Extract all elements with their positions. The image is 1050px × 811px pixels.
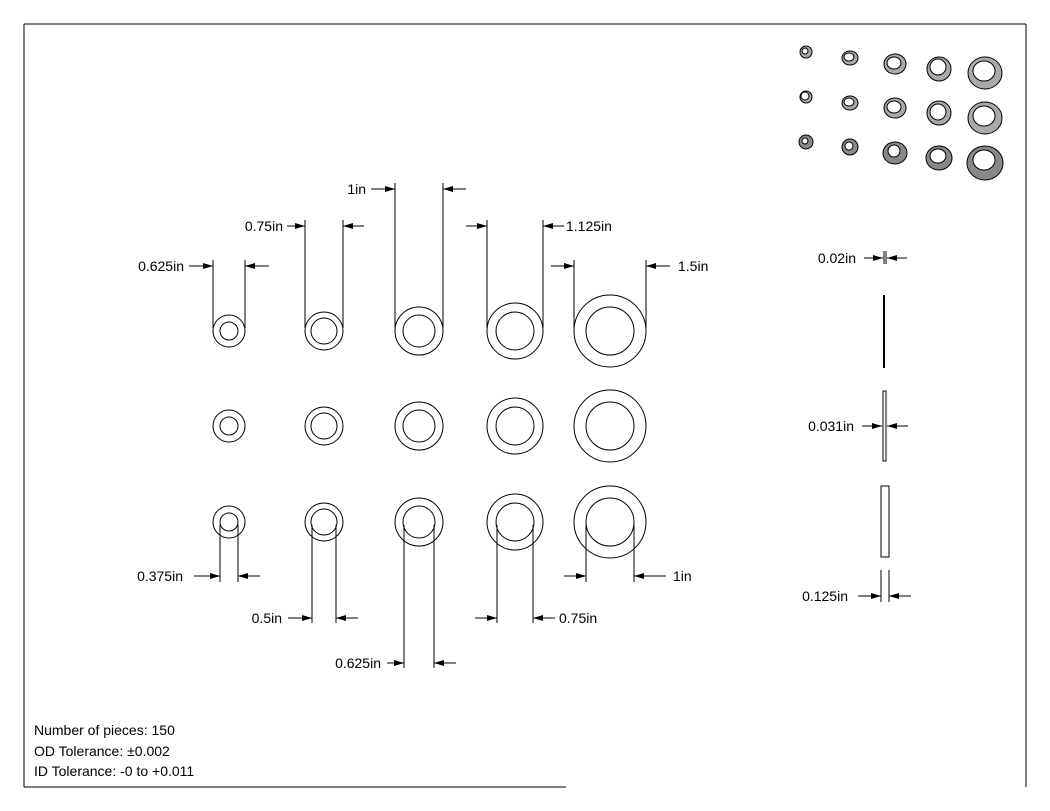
id-label-3: 0.625in	[335, 655, 381, 671]
washer-view	[394, 497, 444, 547]
od-tolerance-note: OD Tolerance: ±0.002	[34, 742, 170, 759]
iso-washer	[883, 53, 907, 75]
washer-view	[486, 493, 544, 551]
iso-washer	[925, 145, 953, 171]
isometric-washers	[798, 45, 1004, 181]
od-label-3: 1in	[347, 181, 366, 197]
iso-washer	[841, 50, 859, 66]
iso-washer	[967, 56, 1003, 90]
washer-view	[573, 389, 647, 463]
pieces-note: Number of pieces: 150	[34, 722, 175, 738]
od-label-2: 0.75in	[245, 218, 283, 234]
id-label-4: 0.75in	[559, 610, 597, 626]
washer-view	[394, 306, 444, 356]
washer-grid	[212, 294, 647, 559]
iso-washer	[799, 90, 813, 104]
washer-view	[212, 314, 246, 348]
washer-view	[486, 302, 544, 360]
od-dimensions	[189, 183, 670, 328]
iso-washer	[798, 134, 814, 150]
iso-washer	[841, 95, 859, 111]
washer-view	[304, 311, 344, 351]
iso-washer	[883, 97, 907, 119]
washer-view	[212, 505, 246, 539]
washer-view	[304, 406, 344, 446]
iso-washer	[926, 100, 952, 126]
iso-washer	[841, 138, 859, 156]
washer-view	[212, 409, 246, 443]
iso-washer	[882, 141, 908, 165]
id-tolerance-note: ID Tolerance: -0 to +0.011	[34, 763, 195, 779]
id-dimensions	[194, 525, 666, 668]
drawing-notes: Number of pieces: 150 OD Tolerance: ±0.0…	[34, 720, 194, 782]
thickness-label-1: 0.02in	[818, 250, 856, 266]
washer-view	[486, 397, 544, 455]
iso-washer	[926, 56, 952, 82]
od-label-1: 0.625in	[138, 258, 184, 274]
iso-washer	[966, 145, 1004, 181]
id-label-2: 0.5in	[252, 610, 282, 626]
washer-view	[304, 502, 344, 542]
id-label-5: 1in	[673, 568, 692, 584]
washer-view	[573, 294, 647, 368]
washer-view	[394, 401, 444, 451]
thickness-label-3: 0.125in	[802, 588, 848, 604]
iso-washer	[799, 45, 813, 59]
id-label-1: 0.375in	[137, 568, 183, 584]
od-label-4: 1.125in	[566, 218, 612, 234]
washer-view	[573, 485, 647, 559]
side-views	[858, 251, 911, 602]
sheet-border	[23, 23, 1027, 788]
thickness-label-2: 0.031in	[808, 418, 854, 434]
iso-washer	[967, 101, 1003, 135]
od-label-5: 1.5in	[678, 258, 708, 274]
